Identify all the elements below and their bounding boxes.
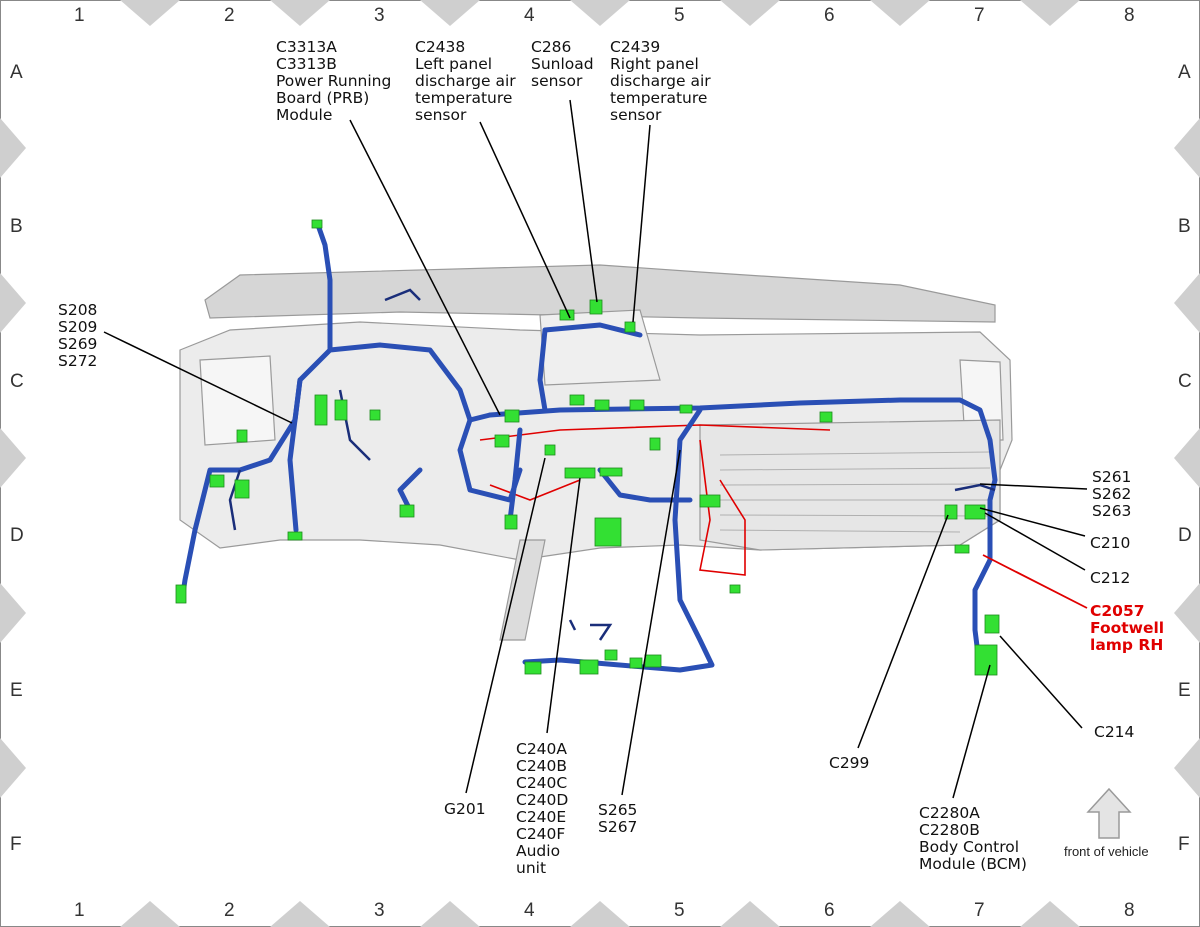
grid-row-label: D (10, 525, 24, 546)
callout-c286-sunload-sensor: C286 Sunload sensor (531, 38, 599, 90)
grid-col-label: 1 (74, 900, 85, 921)
callout-s261-splices: S261 S262 S263 (1092, 468, 1136, 520)
callout-s208-splices: S208 S209 S269 S272 (58, 301, 102, 370)
callout-c2439-right-sensor: C2439 Right panel discharge air temperat… (610, 38, 716, 124)
callout-g201: G201 (444, 800, 486, 818)
front-of-vehicle-arrow-icon (1086, 787, 1132, 839)
grid-col-label: 8 (1124, 900, 1135, 921)
grid-col-label: 3 (374, 5, 385, 26)
grid-row-label: F (1178, 834, 1190, 855)
grid-row-label: E (1178, 680, 1191, 701)
callout-c2438-left-sensor: C2438 Left panel discharge air temperatu… (415, 38, 521, 124)
grid-row-label: A (10, 62, 23, 83)
grid-col-label: 2 (224, 900, 235, 921)
grid-columns-top: 1 2 3 4 5 6 7 8 (74, 5, 1135, 26)
grid-row-label: A (1178, 62, 1191, 83)
grid-col-label: 5 (674, 900, 685, 921)
grid-col-label: 1 (74, 5, 85, 26)
grid-row-label: B (10, 216, 23, 237)
grid-columns-bottom: 1 2 3 4 5 6 7 8 (74, 900, 1135, 921)
callout-c2280-bcm: C2280A C2280B Body Control Module (BCM) (919, 804, 1027, 873)
callout-s265-splices: S265 S267 (598, 801, 642, 836)
grid-col-label: 2 (224, 5, 235, 26)
callout-c3313-prb-module: C3313A C3313B Power Running Board (PRB) … (276, 38, 396, 124)
grid-rows-left: A B C D E F (10, 62, 24, 855)
grid-col-label: 5 (674, 5, 685, 26)
grid-row-label: C (10, 371, 24, 392)
grid-col-label: 4 (524, 5, 535, 26)
callout-c214: C214 (1094, 723, 1134, 741)
grid-col-label: 8 (1124, 5, 1135, 26)
callout-c240-audio-unit: C240A C240B C240C C240D C240E C240F Audi… (516, 740, 573, 877)
c2057-leader-line (982, 554, 1088, 609)
callout-c2057-footwell-lamp: C2057 Footwell lamp RH (1090, 602, 1170, 654)
grid-col-label: 3 (374, 900, 385, 921)
callout-c210: C210 (1090, 534, 1130, 552)
panel-vents (719, 451, 991, 533)
grid-col-label: 6 (824, 5, 835, 26)
connectors (175, 219, 1000, 676)
grid-row-label: E (10, 680, 23, 701)
grid-col-label: 7 (974, 5, 985, 26)
grid-rows-right: A B C D E F (1178, 62, 1192, 855)
grid-col-label: 7 (974, 900, 985, 921)
grid-row-label: B (1178, 216, 1191, 237)
callout-leader-lines (103, 99, 1088, 799)
callout-c212: C212 (1090, 569, 1130, 587)
callout-c299: C299 (829, 754, 869, 772)
instrument-panel-structure (179, 264, 1013, 641)
grid-col-label: 4 (524, 900, 535, 921)
front-of-vehicle-label: front of vehicle (1064, 844, 1149, 859)
grid-row-label: F (10, 834, 22, 855)
grid-row-label: D (1178, 525, 1192, 546)
grid-row-label: C (1178, 371, 1192, 392)
grid-col-label: 6 (824, 900, 835, 921)
